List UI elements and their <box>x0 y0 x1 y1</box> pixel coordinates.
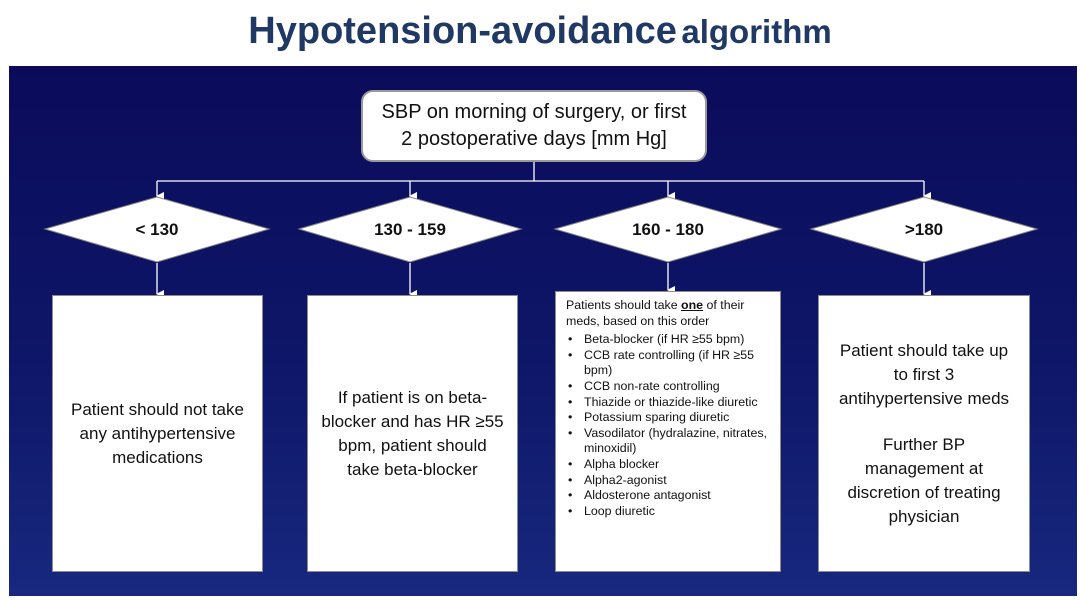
outcome-4-line-2: to first 3 <box>893 364 955 384</box>
outcome-2-line-3: bpm, patient should <box>338 435 487 455</box>
decision-diamond-shape-2 <box>297 196 523 263</box>
outcome-2-line-4: take beta-blocker <box>347 459 478 479</box>
outcome-box-2: If patient is on beta- blocker and has H… <box>307 295 518 572</box>
list-item: Vasodilator (hydralazine, nitrates, mino… <box>568 426 772 457</box>
intro-emphasis: one <box>681 298 704 312</box>
root-line-1: SBP on morning of surgery, or first <box>381 101 687 123</box>
outcome-4-line-5: management at <box>864 458 984 478</box>
list-item: CCB non-rate controlling <box>568 379 772 395</box>
list-item: CCB rate controlling (if HR ≥55 bpm) <box>568 348 772 379</box>
title-main: Hypotension-avoidance <box>248 10 677 52</box>
decision-diamond-shape-4 <box>809 196 1039 263</box>
medication-order-list: Beta-blocker (if HR ≥55 bpm) CCB rate co… <box>566 332 772 519</box>
outcome-4-line-4: Further BP <box>882 434 966 454</box>
list-item: Aldosterone antagonist <box>568 488 772 504</box>
decision-diamond-shape-1 <box>43 196 271 263</box>
outcome-box-1: Patient should not take any antihyperten… <box>52 295 263 572</box>
root-question-box: SBP on morning of surgery, or first 2 po… <box>361 90 707 162</box>
outcome-box-3: Patients should take one of their meds, … <box>555 291 781 572</box>
outcome-4-line-1: Patient should take up <box>839 340 1009 360</box>
decision-label-1: < 130 <box>135 219 179 239</box>
outcome-2-line-2: blocker and has HR ≥55 <box>321 411 504 431</box>
decision-label-3: 160 - 180 <box>632 219 704 239</box>
decision-diamond-shape-3 <box>553 196 783 263</box>
decision-label-4: >180 <box>904 219 944 239</box>
title-secondary: algorithm <box>681 13 832 50</box>
outcome-1-line-3: medications <box>112 447 203 467</box>
root-line-2: 2 postoperative days [mm Hg] <box>401 128 667 150</box>
outcome-box-4: Patient should take up to first 3 antihy… <box>818 295 1030 572</box>
outcome-1-line-2: any antihypertensive <box>79 423 236 443</box>
intro-text-before: Patients should take <box>566 298 682 312</box>
list-item: Beta-blocker (if HR ≥55 bpm) <box>568 332 772 348</box>
outcome-4-line-6: discretion of treating <box>847 482 1001 502</box>
outcome-2-line-1: If patient is on beta- <box>337 387 488 407</box>
list-item: Loop diuretic <box>568 504 772 520</box>
decision-label-2: 130 - 159 <box>374 219 446 239</box>
outcome-4-line-7: physician <box>888 506 960 526</box>
intro-text-after: of their meds, based on this order <box>566 298 745 328</box>
list-item: Alpha2-agonist <box>568 473 772 489</box>
page-title: Hypotension-avoidance algorithm <box>0 10 1080 53</box>
list-item: Potassium sparing diuretic <box>568 410 772 426</box>
list-item: Alpha blocker <box>568 457 772 473</box>
outcome-3-intro: Patients should take one of their meds, … <box>566 298 772 329</box>
outcome-4-line-3: antihypertensive meds <box>838 388 1010 408</box>
list-item: Thiazide or thiazide-like diuretic <box>568 395 772 411</box>
outcome-1-line-1: Patient should not take <box>71 399 244 419</box>
